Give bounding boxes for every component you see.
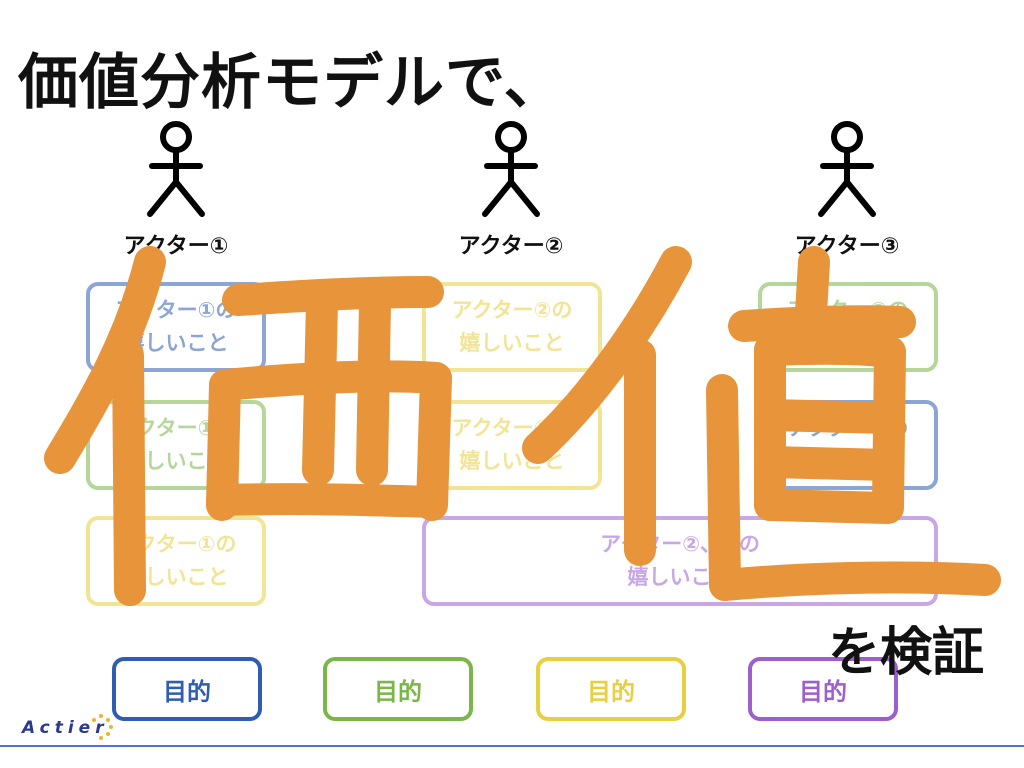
stick-figure-icon [147,121,205,217]
purpose-box-4: 目的 [748,657,898,721]
stick-figure-icon [818,121,876,217]
actier-logo: Actier [22,718,109,738]
actor-1: アクター① [96,120,256,259]
actor-2: アクター② [431,120,591,259]
happiness-box-actor2-a: アクター②の 嬉しいこと [422,282,602,372]
stick-figure-icon [482,121,540,217]
actor-label: アクター② [458,234,564,259]
purpose-box-3: 目的 [536,657,686,721]
box-text: アクター②の 嬉しいこと [451,298,573,355]
purpose-box-1: 目的 [112,657,262,721]
footer-line [0,745,1024,747]
page-title: 価値分析モデルで、 [18,48,565,118]
actor-3: アクター③ [767,120,927,259]
overlay-brush-strokes [44,246,1001,606]
logo-dots-icon [92,714,113,740]
purpose-box-2: 目的 [323,657,473,721]
verify-text: を検証 [828,623,985,683]
